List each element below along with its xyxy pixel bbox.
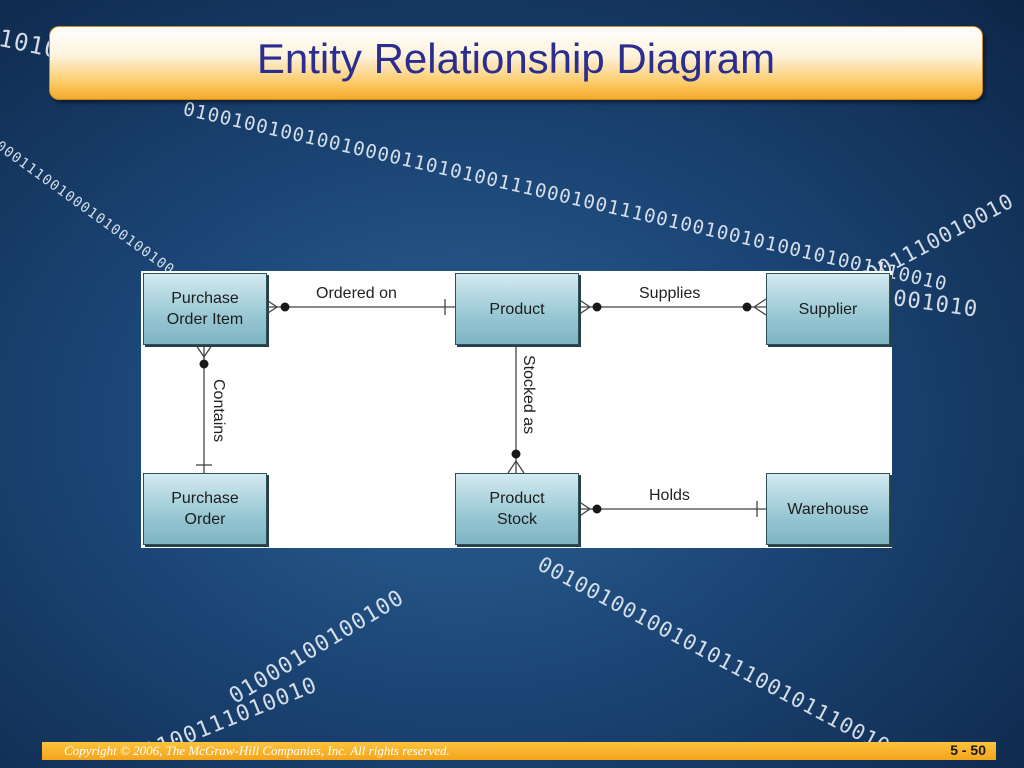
relationship-label-ordered-on: Ordered on xyxy=(316,285,397,302)
optional-circle-icon xyxy=(592,504,602,514)
entity-warehouse: Warehouse xyxy=(766,473,890,545)
crowsfoot-icon xyxy=(507,459,525,474)
relationship-lines xyxy=(195,298,767,518)
relationship-label-holds: Holds xyxy=(649,487,690,504)
crowsfoot-icon xyxy=(264,298,279,316)
footer-bar: Copyright © 2006, The McGraw-Hill Compan… xyxy=(42,742,996,760)
optional-circle-icon xyxy=(742,302,752,312)
entity-product: Product xyxy=(455,273,579,345)
entity-product-stock: Product Stock xyxy=(455,473,579,545)
relationship-label-contains: Contains xyxy=(210,379,227,443)
er-diagram: Purchase Order Item Product Supplier Pur… xyxy=(141,271,892,548)
crowsfoot-icon xyxy=(577,500,592,518)
binary-stream: 0100100100100100001101010011100010011100… xyxy=(181,98,950,296)
optional-circle-icon xyxy=(511,449,521,459)
binary-stream: 001001001001010111001011100101 xyxy=(533,552,907,766)
slide-title: Entity Relationship Diagram xyxy=(256,35,776,82)
optional-circle-icon xyxy=(199,359,209,369)
entity-purchase-order-item: Purchase Order Item xyxy=(143,273,267,345)
crowsfoot-icon xyxy=(195,344,213,359)
copyright-text: Copyright © 2006, The McGraw-Hill Compan… xyxy=(64,743,450,758)
entity-supplier: Supplier xyxy=(766,273,890,345)
relationship-label-stocked-as: Stocked as xyxy=(520,355,537,435)
optional-circle-icon xyxy=(592,302,602,312)
binary-stream: 00011100100010100100100 xyxy=(0,138,178,279)
entity-purchase-order: Purchase Order xyxy=(143,473,267,545)
binary-stream: 001010 xyxy=(891,286,980,323)
crowsfoot-icon xyxy=(577,298,592,316)
relationship-label-supplies: Supplies xyxy=(639,285,701,302)
title-banner: Entity Relationship Diagram xyxy=(49,26,983,100)
crowsfoot-icon xyxy=(752,298,767,316)
page-number: 5 - 50 xyxy=(950,742,986,758)
optional-circle-icon xyxy=(280,302,290,312)
